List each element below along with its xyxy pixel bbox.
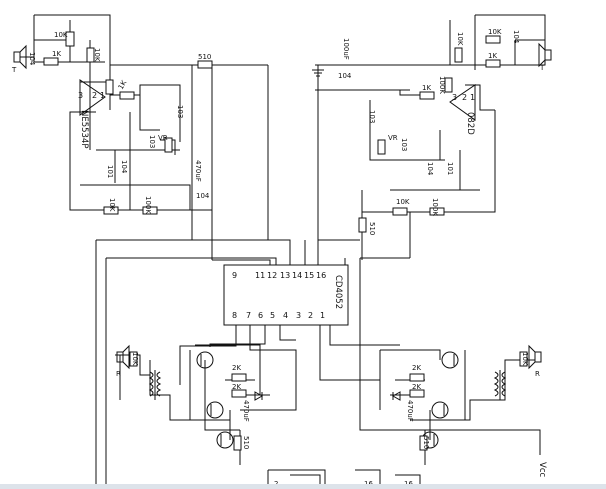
speaker-bottom-right-icon (528, 344, 542, 370)
label-10k: 10K (396, 198, 410, 206)
label-470uf: 470uF (194, 160, 202, 182)
label-100k: 100K (144, 196, 152, 214)
ic-pin-3: 3 (296, 311, 301, 320)
label-2k: 2K (412, 383, 421, 391)
opamp-right-icon (449, 84, 476, 121)
label-510: 510 (422, 436, 430, 449)
ic-pin-2: 2 (308, 311, 313, 320)
ground-symbol-icon (312, 69, 324, 77)
label-103: 103 (400, 138, 408, 151)
label-510: 510 (198, 53, 211, 61)
label-10k: 10K (93, 48, 101, 62)
ic-pin-12: 12 (267, 271, 277, 280)
label-vr: VR (388, 134, 398, 142)
label-10k: 10K (131, 352, 139, 366)
opamp-right-pin-1: 1 (470, 93, 475, 102)
label-103: 103 (176, 105, 184, 118)
ic-pin-6: 6 (258, 311, 263, 320)
speaker-left-top-label: T (11, 66, 17, 74)
opamp-left-pin-2: 2 (92, 91, 97, 100)
label-1k: 1K (422, 84, 431, 92)
ic-pin-9: 9 (232, 271, 237, 280)
speaker-bottom-left-label: R (116, 370, 121, 378)
label-2k: 2K (232, 364, 241, 372)
label-101: 101 (106, 165, 114, 178)
opamp-left-pin-1: 1 (100, 91, 105, 100)
ic-pin-14: 14 (292, 271, 302, 280)
label-100k: 100K (438, 76, 446, 94)
label-510: 510 (242, 436, 250, 449)
diode-icons (254, 391, 401, 401)
label-2k: 2K (412, 364, 421, 372)
label-vr: VR (158, 134, 168, 142)
label-103: 103 (368, 110, 376, 123)
opamp-left-icon (79, 79, 106, 116)
label-104: 104 (120, 160, 128, 174)
transistor-icons (196, 351, 459, 449)
ic-pin-15: 15 (304, 271, 314, 280)
ic-pin-7: 7 (246, 311, 251, 320)
label-10k: 10K (488, 28, 502, 36)
bottom-left-labels: 10K 2K 2K 470uF 510 (131, 352, 250, 449)
bottom-right-labels: 10K 2K 2K 470uF 510 (406, 352, 529, 449)
label-1k: 1K (117, 79, 129, 91)
label-104: 104 (512, 30, 520, 44)
label-104: 104 (196, 192, 210, 200)
speaker-right-top-icon (538, 42, 552, 68)
vcc-label: Vcc (537, 462, 547, 477)
passive-components (43, 31, 528, 451)
label-104: 104 (28, 52, 36, 66)
speaker-bottom-right-label: R (535, 370, 540, 378)
label-101: 101 (446, 162, 454, 175)
label-103: 103 (148, 135, 156, 148)
ic-pin-11: 11 (255, 271, 265, 280)
ic-pin-13: 13 (280, 271, 290, 280)
label-104: 104 (426, 162, 434, 176)
label-10k: 10K (521, 352, 529, 366)
speaker-left-top-icon (13, 44, 34, 70)
label-1k: 1K (488, 52, 497, 60)
ic-pin-1: 1 (320, 311, 325, 320)
label-2k: 2K (232, 383, 241, 391)
transformer-left-icon (148, 370, 162, 400)
label-470uf: 470uF (406, 400, 414, 422)
ic-pin-4: 4 (283, 311, 288, 320)
ic-name: CD4052 (333, 275, 343, 309)
ic-pin-8: 8 (232, 311, 237, 320)
opamp-left-pin-3: 3 (78, 91, 83, 100)
opamp-right-pin-2: 2 (462, 93, 467, 102)
label-510: 510 (368, 222, 376, 235)
label-100uf: 100uF (342, 38, 350, 60)
transformer-right-icon (493, 370, 507, 400)
opamp-left-name: NE5534P (79, 110, 89, 149)
opamp-right-name: 082D (465, 112, 475, 135)
label-10k: 10K (456, 32, 464, 46)
label-1k: 1K (52, 50, 61, 58)
left-channel-labels: 10K 104 1K 10K 1K 103 103 VR 104 101 100… (28, 31, 211, 214)
label-10k: 10K (54, 31, 68, 39)
label-100k: 100K (431, 198, 439, 216)
label-10k: 10K (108, 198, 116, 212)
bottom-status-strip (0, 484, 606, 489)
opamp-right-pin-3: 3 (452, 93, 457, 102)
speaker-bottom-left-icon (116, 344, 130, 370)
ic-cd4052: CD4052 9 11 12 13 14 15 16 8 7 6 5 4 3 2… (223, 264, 349, 326)
right-channel-labels: 100uF 104 10K 104 10K 1K 1K 100K 103 103… (338, 28, 520, 235)
label-104: 104 (338, 72, 352, 80)
ic-pin-16: 16 (316, 271, 326, 280)
label-470uf: 470uF (242, 400, 250, 422)
speaker-right-top-label: T (539, 64, 545, 72)
ic-pin-5: 5 (270, 311, 275, 320)
